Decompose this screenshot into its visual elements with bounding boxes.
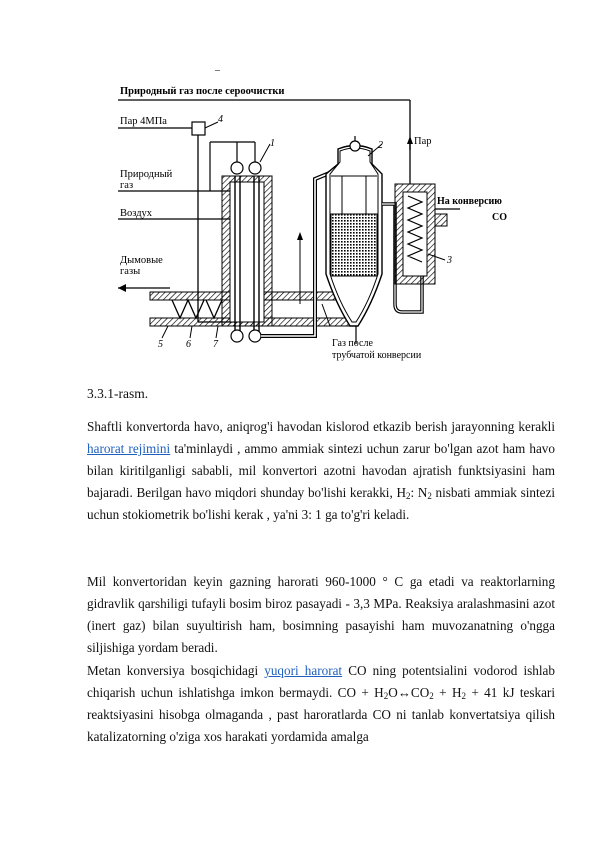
figure-caption: 3.3.1-rasm. bbox=[87, 386, 149, 401]
label-gas-top: Природный газ после сероочистки bbox=[120, 86, 284, 97]
para1-sub-1: 2 bbox=[405, 491, 411, 501]
para1-text-c: : N bbox=[410, 485, 428, 500]
label-gas-after-1: Газ после bbox=[332, 338, 373, 349]
para3-sub-2: 2 bbox=[429, 691, 434, 701]
para3-text-a: Metan konversiya bosqichidagi bbox=[87, 663, 265, 678]
num-1: 1 bbox=[270, 138, 275, 149]
paragraph-3: Metan konversiya bosqichidagi yuqori har… bbox=[87, 660, 555, 748]
para3-sub-3: 2 bbox=[461, 691, 466, 701]
reformer-diagram: – Природный газ после сероочистки Пар 4М… bbox=[110, 64, 530, 369]
num-5: 5 bbox=[158, 339, 163, 350]
catalyst-bed bbox=[330, 213, 378, 277]
num-2: 2 bbox=[378, 140, 383, 151]
label-conversion-2: CO bbox=[492, 212, 507, 223]
label-natural-gas-1: Природный bbox=[120, 169, 173, 180]
boiler-coil bbox=[406, 195, 424, 263]
num-4: 4 bbox=[218, 114, 223, 125]
mixer-box bbox=[191, 121, 206, 136]
label-flue-1: Дымовые bbox=[120, 255, 163, 266]
para3-sub-1: 2 bbox=[383, 691, 389, 701]
para3-text-b: CO ning potentsialini vodorod ishlab chi… bbox=[87, 663, 555, 700]
header-bottom-left bbox=[230, 329, 244, 343]
diagram-svg: – Природный газ после сероочистки Пар 4М… bbox=[118, 65, 507, 361]
top-mark: – bbox=[214, 65, 221, 76]
link-harorat-rejimini[interactable]: harorat rejimini bbox=[87, 441, 171, 456]
label-steam-right: Пар bbox=[414, 136, 432, 147]
label-conversion-1: На конверсию bbox=[437, 196, 502, 207]
para1-sub-2: 2 bbox=[427, 491, 432, 501]
paragraph-2: Mil konvertoridan keyin gazning harorati… bbox=[87, 571, 555, 659]
para3-text-c: O↔CO bbox=[388, 685, 430, 700]
para1-text-a: Shaftli konvertorda havo, aniqrog'i havo… bbox=[87, 419, 555, 434]
header-top-right bbox=[248, 161, 262, 175]
link-yuqori-harorat[interactable]: yuqori harorat bbox=[264, 663, 343, 678]
para3-text-d: + H bbox=[433, 685, 462, 700]
para1-text-d: nisbati ammiak sintezi uchun stokiometri… bbox=[87, 485, 555, 522]
paragraph-1: Shaftli konvertorda havo, aniqrog'i havo… bbox=[87, 416, 555, 526]
para2-text: Mil konvertoridan keyin gazning harorati… bbox=[87, 574, 555, 655]
num-6: 6 bbox=[186, 339, 191, 350]
num-7: 7 bbox=[213, 339, 219, 350]
num-3: 3 bbox=[446, 255, 452, 266]
header-bottom-right bbox=[248, 329, 262, 343]
label-air: Воздух bbox=[120, 208, 153, 219]
label-gas-after-2: трубчатой конверсии bbox=[332, 350, 422, 361]
header-top-left bbox=[230, 161, 244, 175]
para3-text-e: + 41 kJ teskari reaktsiyasini hisobga ol… bbox=[87, 685, 555, 744]
para1-text-b: ta'minlaydi , ammo ammiak sintezi uchun … bbox=[87, 441, 555, 500]
label-flue-2: газы bbox=[120, 266, 140, 277]
label-steam: Пар 4МПа bbox=[120, 116, 167, 127]
label-natural-gas-2: газ bbox=[120, 180, 133, 191]
